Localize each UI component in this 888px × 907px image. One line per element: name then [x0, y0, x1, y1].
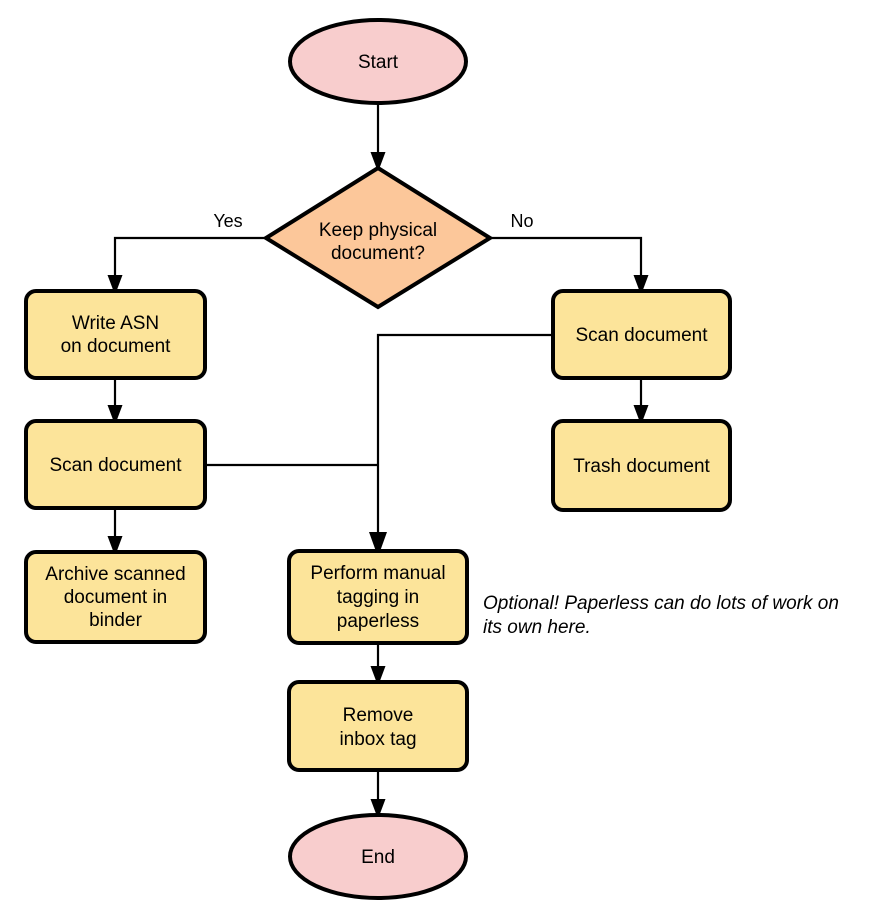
annotation-optional-note: Optional! Paperless can do lots of work …: [483, 593, 839, 638]
node-start[interactable]: Start: [288, 18, 468, 105]
edge-scan-left-to-archive: [107, 508, 123, 556]
tagging-label-line2: tagging in: [337, 587, 419, 608]
decision-label-line1: Keep physical: [319, 220, 437, 241]
archive-label-line2: document in: [64, 587, 168, 608]
node-scan-document-left[interactable]: Scan document: [24, 419, 207, 510]
tagging-label-line1: Perform manual: [310, 563, 445, 584]
decision-label-line2: document?: [331, 243, 425, 264]
decision-diamond: [262, 165, 494, 310]
remove-inbox-tag-box: [287, 680, 469, 772]
node-remove-inbox-tag[interactable]: Remove inbox tag: [287, 680, 469, 772]
archive-label-line3: binder: [89, 610, 142, 631]
scan-document-right-box: [551, 289, 732, 380]
trash-document-label: Trash document: [573, 456, 710, 477]
edge-tagging-to-remove-inbox: [370, 643, 386, 686]
start-label: Start: [358, 52, 399, 73]
node-trash-document[interactable]: Trash document: [551, 419, 732, 512]
edge-write-asn-to-scan-left: [107, 378, 123, 425]
remove-inbox-label-line2: inbox tag: [339, 729, 416, 750]
edge-decision-yes-to-write-asn: [107, 236, 266, 295]
scan-document-left-box: [24, 419, 207, 510]
write-asn-label-line2: on document: [61, 336, 172, 357]
start-ellipse: [288, 18, 468, 105]
scan-document-left-label: Scan document: [49, 455, 182, 476]
edge-label-yes: Yes: [213, 211, 242, 231]
optional-note-line2: its own here.: [483, 617, 591, 638]
edge-start-to-decision: [370, 103, 386, 172]
node-archive-scanned-document[interactable]: Archive scanned document in binder: [24, 550, 207, 644]
edge-label-no: No: [510, 211, 533, 231]
end-label: End: [361, 847, 395, 868]
archive-label-line1: Archive scanned: [45, 564, 185, 585]
edge-scan-right-to-tagging: [369, 333, 553, 557]
node-perform-manual-tagging[interactable]: Perform manual tagging in paperless: [287, 549, 469, 645]
node-decision-keep-physical-document[interactable]: Keep physical document?: [262, 165, 494, 310]
node-write-asn-on-document[interactable]: Write ASN on document: [24, 289, 207, 380]
optional-note-line1: Optional! Paperless can do lots of work …: [483, 593, 839, 614]
edge-decision-no-to-scan-right: [490, 236, 649, 295]
archive-box: [24, 550, 207, 644]
node-end[interactable]: End: [288, 813, 468, 900]
tagging-label-line3: paperless: [337, 611, 419, 632]
write-asn-box: [24, 289, 207, 380]
scan-document-right-label: Scan document: [575, 325, 708, 346]
tagging-box: [287, 549, 469, 645]
node-scan-document-right[interactable]: Scan document: [551, 289, 732, 380]
edge-remove-inbox-to-end: [370, 770, 386, 819]
trash-document-box: [551, 419, 732, 512]
end-ellipse: [288, 813, 468, 900]
edge-scan-right-to-trash: [633, 378, 649, 425]
write-asn-label-line1: Write ASN: [72, 313, 159, 334]
remove-inbox-label-line1: Remove: [343, 705, 414, 726]
